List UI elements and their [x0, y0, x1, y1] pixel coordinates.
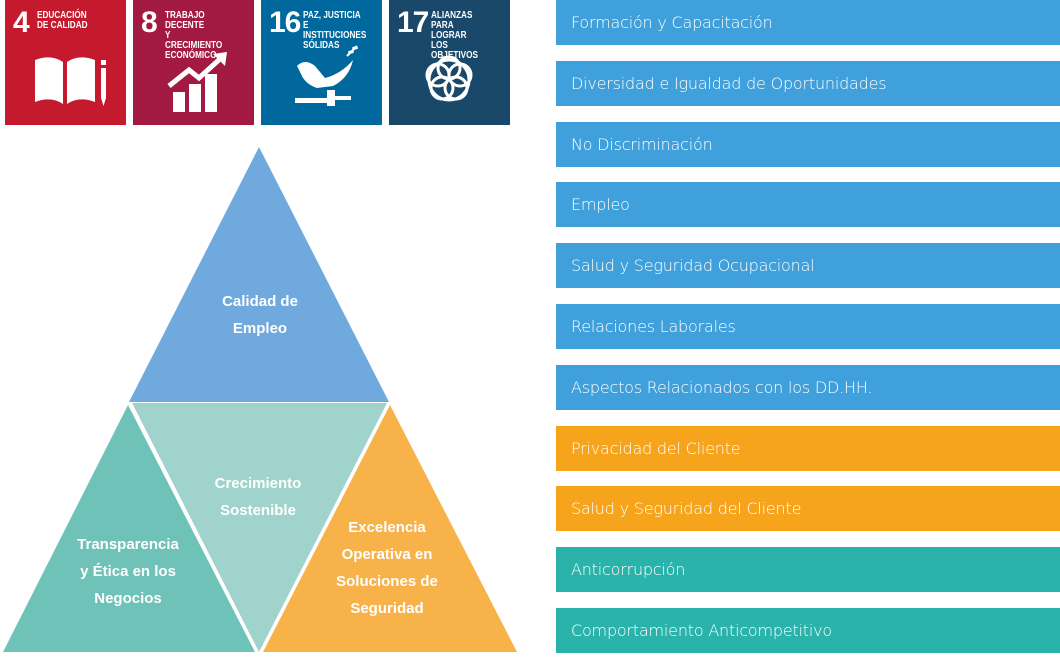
topic-item: Salud y Seguridad del Cliente — [556, 486, 1060, 532]
topic-label: No Discriminación — [571, 134, 713, 154]
topic-item: Anticorrupción — [556, 547, 1060, 593]
pyramid-label-center: Crecimiento Sostenible — [214, 475, 302, 519]
topic-item: Privacidad del Cliente — [556, 425, 1060, 471]
pyramid-right-triangle — [263, 405, 517, 652]
topic-item: Aspectos Relacionados con los DD.HH. — [556, 364, 1060, 410]
pyramid-label-left: Transparencia y Ética en los Negocios — [77, 536, 179, 607]
material-topics-list: Formación y Capacitación Diversidad e Ig… — [556, 0, 1060, 669]
topic-label: Aspectos Relacionados con los DD.HH. — [571, 377, 873, 397]
topic-item: No Discriminación — [556, 121, 1060, 167]
pyramid-label-right: Excelencia Operativa en Soluciones de Se… — [336, 519, 438, 617]
topic-label: Salud y Seguridad Ocupacional — [571, 256, 815, 276]
dove-gavel-icon — [295, 45, 358, 106]
topic-label: Privacidad del Cliente — [571, 438, 741, 458]
topic-item: Relaciones Laborales — [556, 303, 1060, 349]
sdg-number: 4 — [13, 6, 30, 39]
sdg-number: 16 — [269, 6, 301, 39]
sdg-tile-16: 16 PAZ, JUSTICIA E INSTITUCIONES SÓLIDAS — [261, 0, 382, 125]
topic-item: Formación y Capacitación — [556, 0, 1060, 45]
sdg-title: TRABAJO DECENTE Y CRECIMIENTO ECONÓMICO — [165, 10, 223, 61]
sdg-tile-17: 17 ALIANZAS PARA LOGRAR LOS OBJETIVOS — [389, 0, 510, 125]
topic-item: Diversidad e Igualdad de Oportunidades — [556, 60, 1060, 106]
sdg-tile-8: 8 TRABAJO DECENTE Y CRECIMIENTO ECONÓMIC… — [133, 0, 254, 125]
topic-label: Comportamiento Anticompetitivo — [571, 620, 832, 640]
pillars-pyramid: Calidad de Empleo Crecimiento Sostenible… — [0, 140, 530, 664]
topic-label: Anticorrupción — [571, 560, 686, 580]
sdg-title: EDUCACIÓN DE CALIDAD — [37, 10, 88, 31]
book-pencil-icon — [35, 57, 106, 106]
sdg-number: 8 — [141, 6, 158, 39]
pyramid-top-triangle — [129, 147, 389, 402]
topic-label: Formación y Capacitación — [571, 13, 773, 32]
sdg-title: PAZ, JUSTICIA E INSTITUCIONES SÓLIDAS — [303, 10, 367, 51]
topic-label: Relaciones Laborales — [571, 316, 736, 336]
topic-label: Diversidad e Igualdad de Oportunidades — [571, 73, 887, 93]
sdg-tile-4: 4 EDUCACIÓN DE CALIDAD — [5, 0, 126, 125]
sdg-number: 17 — [397, 6, 429, 39]
flower-rings-icon — [425, 55, 473, 102]
growth-chart-icon — [167, 52, 227, 112]
pyramid-center-triangle — [132, 403, 387, 652]
topic-label: Salud y Seguridad del Cliente — [571, 499, 802, 519]
pyramid-label-top: Calidad de Empleo — [222, 293, 298, 337]
sdg-tiles: 4 EDUCACIÓN DE CALIDAD 8 TRABAJO DECENTE… — [5, 0, 510, 125]
topic-label: Empleo — [571, 195, 630, 215]
pyramid-left-triangle — [3, 405, 255, 652]
topic-item: Empleo — [556, 182, 1060, 228]
topic-item: Comportamiento Anticompetitivo — [556, 607, 1060, 653]
topic-item: Salud y Seguridad Ocupacional — [556, 243, 1060, 289]
sdg-title: ALIANZAS PARA LOGRAR LOS OBJETIVOS — [431, 10, 478, 61]
